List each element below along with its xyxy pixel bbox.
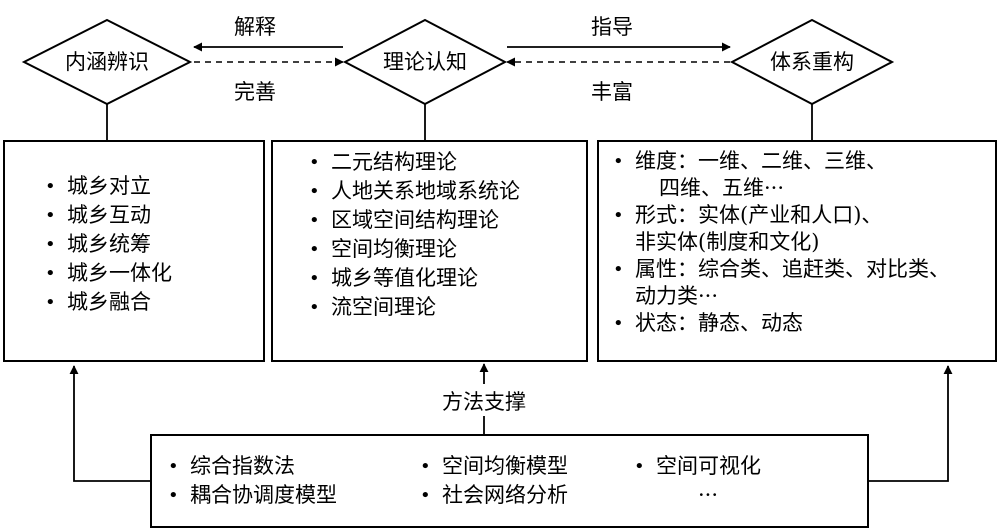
node-reconstruction-label: 体系重构 xyxy=(770,50,854,74)
item-line: 维度：一维、二维、三维、 xyxy=(635,149,887,173)
item-line-continued: 非实体(制度和文化) xyxy=(635,230,820,254)
node-theory-label: 理论认知 xyxy=(383,50,467,74)
method-col-1: 综合指数法 耦合协调度模型 xyxy=(162,452,337,510)
list-item: 综合指数法 xyxy=(162,452,337,481)
method-col-2: 空间均衡模型 社会网络分析 xyxy=(414,452,568,510)
method-box: 综合指数法 耦合协调度模型 空间均衡模型 社会网络分析 空间可视化 ··· xyxy=(150,434,869,528)
connotation-list: 城乡对立 城乡互动 城乡统筹 城乡一体化 城乡融合 xyxy=(39,172,263,317)
theory-box: 二元结构理论 人地关系地域系统论 区域空间结构理论 空间均衡理论 城乡等值化理论… xyxy=(271,140,588,362)
label-method-support: 方法支撑 xyxy=(442,390,526,414)
label-guide: 指导 xyxy=(591,15,633,39)
reconstruction-list: 维度：一维、二维、三维、 四维、五维··· 形式：实体(产业和人口)、 非实体(… xyxy=(607,148,995,337)
list-item: 流空间理论 xyxy=(303,293,586,322)
arrow-method-left xyxy=(69,365,150,482)
method-ellipsis: ··· xyxy=(698,483,719,507)
item-line: 状态：静态、动态 xyxy=(635,311,803,335)
label-explain: 解释 xyxy=(234,15,276,39)
theory-list: 二元结构理论 人地关系地域系统论 区域空间结构理论 空间均衡理论 城乡等值化理论… xyxy=(303,148,586,322)
list-item: 耦合协调度模型 xyxy=(162,481,337,510)
list-item: 城乡一体化 xyxy=(39,259,263,288)
list-item: 社会网络分析 xyxy=(414,481,568,510)
item-line-continued: 动力类··· xyxy=(635,284,719,308)
list-item: 区域空间结构理论 xyxy=(303,206,586,235)
item-line-continued: 四维、五维··· xyxy=(659,176,785,200)
list-item: 人地关系地域系统论 xyxy=(303,177,586,206)
reconstruction-box: 维度：一维、二维、三维、 四维、五维··· 形式：实体(产业和人口)、 非实体(… xyxy=(597,140,997,362)
connotation-box: 城乡对立 城乡互动 城乡统筹 城乡一体化 城乡融合 xyxy=(3,140,265,362)
item-line: 形式：实体(产业和人口)、 xyxy=(635,203,883,227)
list-item: 状态：静态、动态 xyxy=(607,310,995,337)
list-item: 城乡融合 xyxy=(39,288,263,317)
list-item: 城乡对立 xyxy=(39,172,263,201)
item-line: 属性：综合类、追赶类、对比类、 xyxy=(635,257,950,281)
label-improve: 完善 xyxy=(234,80,276,104)
label-enrich: 丰富 xyxy=(591,80,633,104)
method-col-3: 空间可视化 xyxy=(628,452,761,481)
list-item: 维度：一维、二维、三维、 四维、五维··· xyxy=(607,148,995,202)
list-item: 二元结构理论 xyxy=(303,148,586,177)
arrow-method-right xyxy=(869,365,953,482)
list-item: 空间均衡理论 xyxy=(303,235,586,264)
list-item: 空间可视化 xyxy=(628,452,761,481)
node-connotation-label: 内涵辨识 xyxy=(65,50,149,74)
list-item: 城乡互动 xyxy=(39,201,263,230)
list-item: 形式：实体(产业和人口)、 非实体(制度和文化) xyxy=(607,202,995,256)
list-item: 属性：综合类、追赶类、对比类、 动力类··· xyxy=(607,256,995,310)
list-item: 空间均衡模型 xyxy=(414,452,568,481)
list-item: 城乡等值化理论 xyxy=(303,264,586,293)
list-item: 城乡统筹 xyxy=(39,230,263,259)
